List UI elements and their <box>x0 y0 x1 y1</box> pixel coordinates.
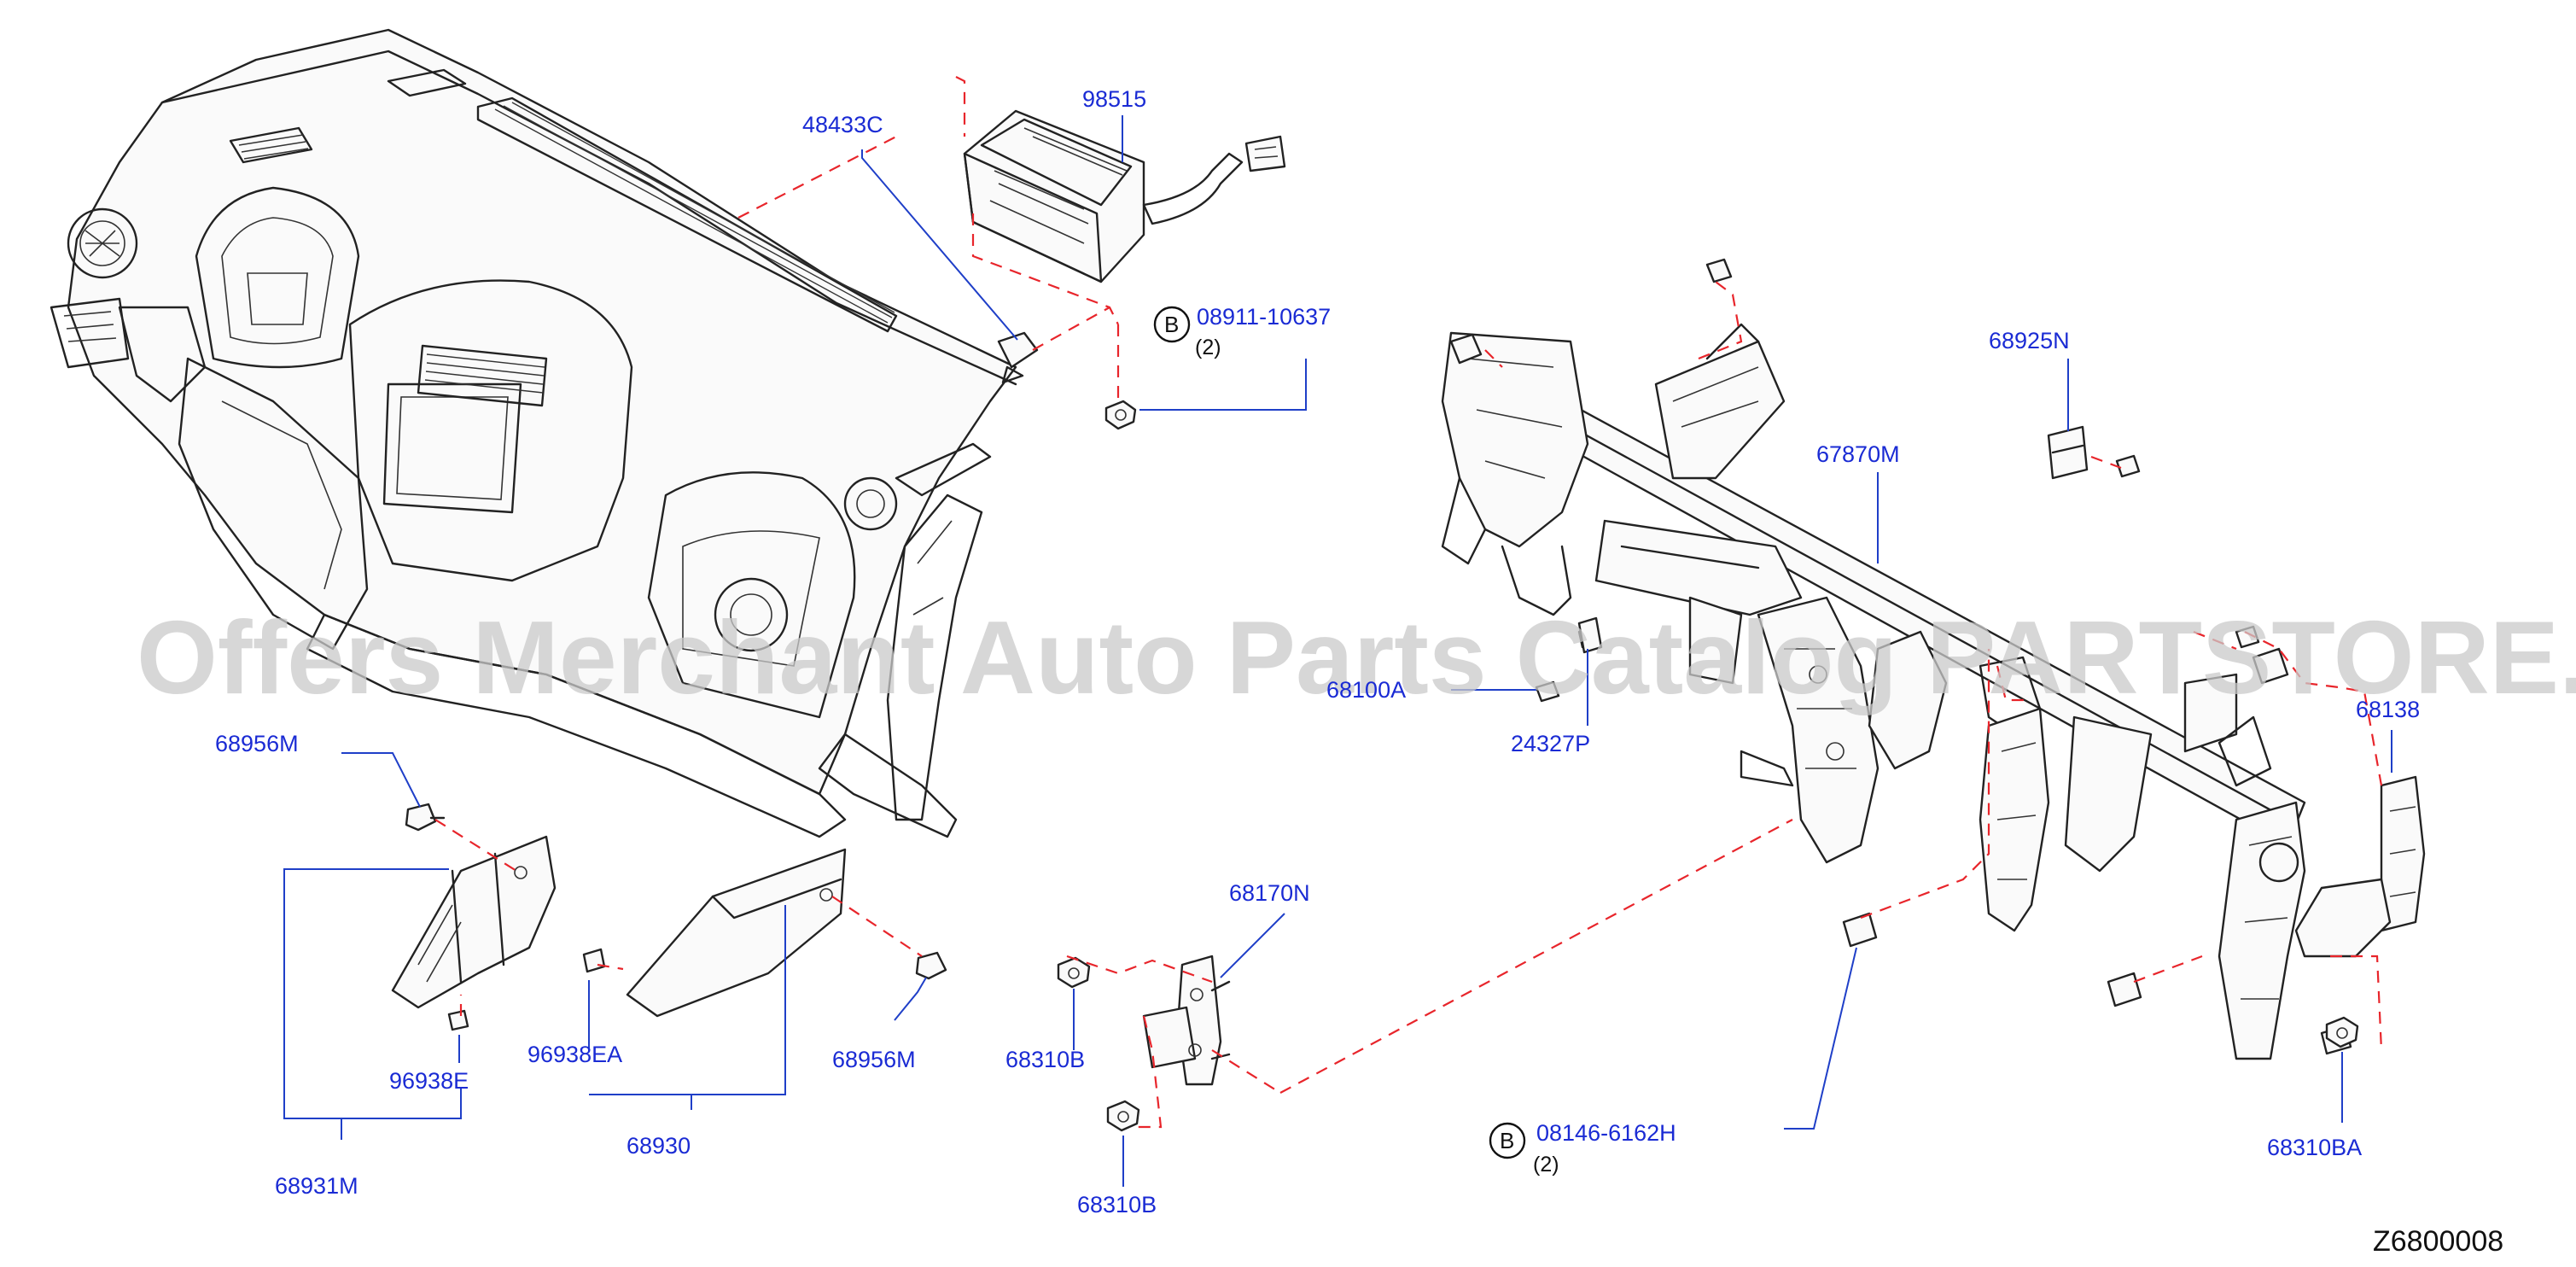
label-68930: 68930 <box>627 1133 691 1159</box>
badge-b-08146: B <box>1489 1122 1526 1159</box>
nut-68310BA <box>2325 1016 2359 1048</box>
svg-text:B: B <box>1164 312 1179 337</box>
cover-68931M <box>391 835 557 1009</box>
nut-68310B-b <box>1106 1100 1140 1132</box>
leader-lines <box>283 115 2392 1187</box>
label-98515: 98515 <box>1082 86 1146 112</box>
instrument-panel <box>50 28 1017 838</box>
nut-68310B-a <box>1057 956 1091 989</box>
bracket-68925N <box>2047 425 2089 480</box>
label-67870M: 67870M <box>1816 441 1900 467</box>
display-unit-98515 <box>963 109 1286 283</box>
label-24327P: 24327P <box>1511 731 1590 756</box>
label-08146-qty: (2) <box>1533 1153 1559 1176</box>
clip-24327P <box>1577 616 1603 654</box>
label-96938EA: 96938EA <box>527 1042 622 1067</box>
label-68925N: 68925N <box>1989 328 2070 353</box>
assembly-lines <box>434 76 2383 1129</box>
svg-text:B: B <box>1500 1128 1514 1153</box>
label-68956M-a: 68956M <box>215 731 299 756</box>
label-68931M: 68931M <box>275 1173 358 1199</box>
label-96938E: 96938E <box>389 1068 469 1094</box>
label-08911-10637: 08911-10637 <box>1197 304 1331 330</box>
label-68170N: 68170N <box>1229 880 1310 906</box>
label-68956M-b: 68956M <box>832 1047 916 1072</box>
nut-08911 <box>1104 400 1137 430</box>
clip-68956M-b <box>915 951 947 980</box>
clip-68956M-a <box>405 803 446 832</box>
label-68310BA: 68310BA <box>2267 1135 2362 1160</box>
bracket-68170N <box>1142 955 1231 1086</box>
label-68310B-b: 68310B <box>1077 1192 1157 1217</box>
badge-b-08911: B <box>1153 306 1191 343</box>
label-68310B-a: 68310B <box>1005 1047 1085 1072</box>
cover-68930 <box>626 848 847 1018</box>
part-labels: 48433C 98515 B 08911-10637 (2) 68925N 67… <box>215 86 2420 1217</box>
label-08146-6162H: 08146-6162H <box>1536 1120 1676 1146</box>
clip-96938EA <box>582 948 606 973</box>
watermark-text: Offers Merchant Auto Parts Catalog PARTS… <box>137 599 2576 715</box>
steering-member-67870M <box>1441 323 2426 1060</box>
clip-48433C <box>997 331 1039 384</box>
diagram-code: Z6800008 <box>2373 1225 2503 1258</box>
label-08911-qty: (2) <box>1195 336 1221 359</box>
label-68100A: 68100A <box>1326 677 1406 703</box>
clip-96938E <box>447 1009 469 1031</box>
label-48433C: 48433C <box>802 112 883 137</box>
label-68138: 68138 <box>2356 697 2420 722</box>
